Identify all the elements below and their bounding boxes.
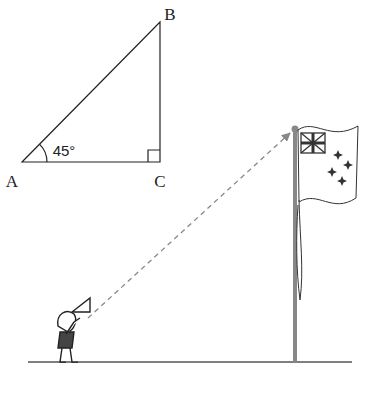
vertex-label: B bbox=[164, 6, 175, 23]
flag bbox=[297, 126, 358, 300]
vertex-label: C bbox=[154, 173, 165, 190]
right-triangle bbox=[22, 22, 160, 162]
person bbox=[58, 298, 90, 362]
vertex-label: A bbox=[6, 173, 18, 190]
pole-top bbox=[292, 126, 299, 133]
sight-line bbox=[88, 133, 290, 318]
angle-label: 45° bbox=[53, 143, 76, 158]
